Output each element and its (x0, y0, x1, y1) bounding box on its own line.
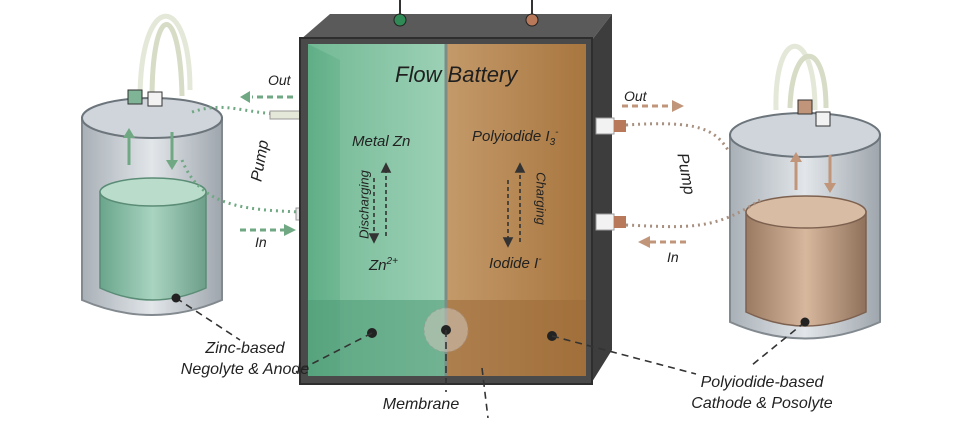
negolyte-caption: Zinc-based Negolyte & Anode (150, 338, 340, 380)
battery-cell (299, 0, 612, 385)
negolyte-caption-line1: Zinc-based (205, 340, 285, 357)
zn-ion-label: Zn2+ (369, 256, 398, 274)
right-in-cap (614, 216, 626, 228)
polyiodide-label: Polyiodide I3- (472, 127, 559, 148)
right-in-connector (595, 213, 615, 231)
left-flow-arrows (240, 91, 296, 236)
right-out-label: Out (624, 88, 647, 104)
left-out-connector (269, 110, 301, 120)
right-out-cap (614, 120, 626, 132)
right-flow-arrows (622, 100, 686, 248)
right-tank (729, 44, 881, 340)
posolyte-caption-line2: Cathode & Posolyte (691, 395, 833, 412)
charging-label: Charging (533, 172, 549, 225)
posolyte-caption: Polyiodide-based Cathode & Posolyte (662, 372, 862, 414)
cell-arrows (368, 162, 526, 248)
metal-zn-label: Metal Zn (352, 133, 411, 150)
diagram-title: Flow Battery (395, 62, 518, 87)
membrane-label: Membrane (382, 396, 460, 413)
iodide-label: Iodide I- (489, 254, 542, 272)
right-out-connector (595, 117, 615, 135)
left-in-label: In (255, 234, 267, 250)
negolyte-caption-line2: Negolyte & Anode (180, 361, 310, 378)
right-pipes (625, 122, 761, 229)
left-tank (81, 13, 223, 316)
leader-lines (171, 293, 810, 419)
discharging-label: Discharging (356, 170, 372, 239)
left-out-label: Out (268, 72, 291, 88)
right-in-label: In (667, 249, 679, 265)
posolyte-caption-line1: Polyiodide-based (700, 374, 824, 391)
